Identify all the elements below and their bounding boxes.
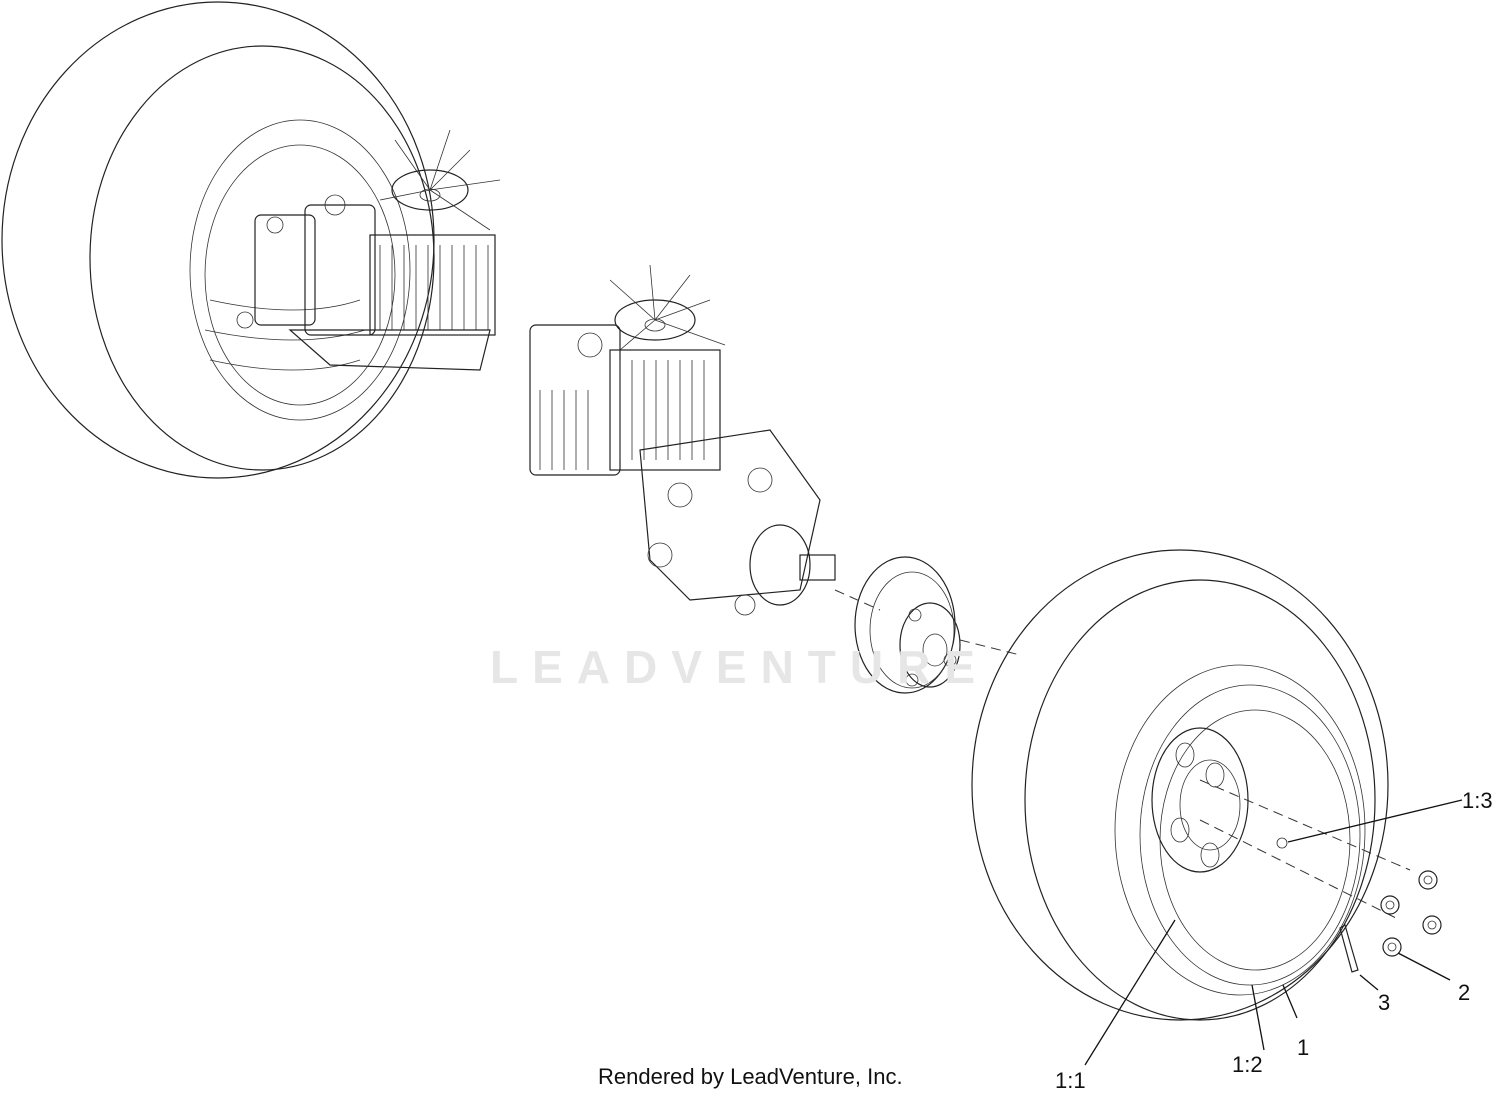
callout-3: 3	[1378, 990, 1391, 1015]
callout-1-1: 1:1	[1055, 1068, 1086, 1093]
leader-3	[1359, 974, 1379, 991]
wheel-rim	[1151, 727, 1249, 873]
left-fan	[379, 129, 501, 231]
callout-1-2: 1:2	[1232, 1052, 1263, 1077]
center-transaxle	[529, 264, 836, 616]
wheel-hub	[854, 556, 961, 694]
right-tire	[971, 549, 1389, 1021]
leader-1-3	[1287, 799, 1463, 843]
leader-2	[1397, 952, 1451, 981]
valve-stem	[1339, 924, 1359, 973]
watermark: LEADVENTURE	[490, 641, 990, 693]
left-tire	[1, 1, 435, 479]
leader-1-2	[1251, 984, 1265, 1051]
lug-nuts	[1380, 870, 1442, 957]
callout-1-3: 1:3	[1462, 788, 1493, 813]
callout-1: 1	[1297, 1035, 1310, 1060]
rendered-by-credit: Rendered by LeadVenture, Inc.	[598, 1064, 903, 1089]
left-transaxle	[236, 129, 501, 371]
leader-1-1	[1084, 919, 1176, 1066]
callout-2: 2	[1458, 980, 1471, 1005]
center-fan	[609, 264, 726, 351]
leader-1	[1282, 984, 1298, 1019]
